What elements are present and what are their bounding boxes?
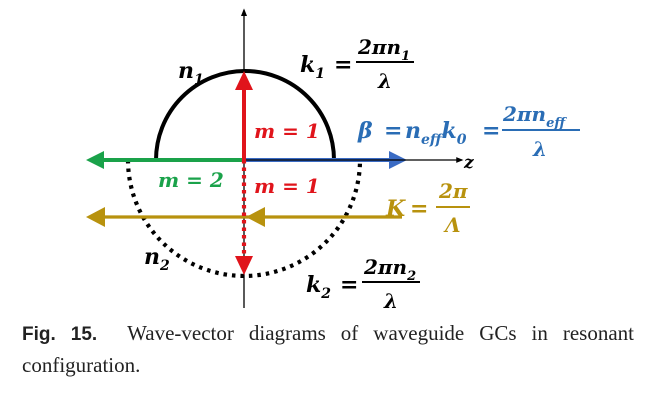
svg-text:=: = [334,52,352,78]
caption-label: Fig. 15. [22,324,98,345]
k1-equation: k1 = 2πn1 λ [300,35,414,93]
m2-arrow [86,151,244,169]
svg-text:λ: λ [383,289,398,313]
svg-text:=: = [384,118,402,144]
svg-text:λ: λ [532,137,547,161]
svg-text:=: = [340,272,358,298]
k-grating-arrows [86,207,402,227]
figure-caption: Fig. 15. Wave-vector diagrams of wavegui… [22,318,634,380]
m-lower-label: m = 1 [254,174,320,198]
svg-text:k1: k1 [300,52,325,82]
svg-text:λ: λ [377,69,392,93]
n2-semicircle [125,159,363,279]
svg-text:neffk0: neffk0 [405,118,467,148]
svg-text:=: = [482,118,500,144]
svg-text:K: K [385,196,406,222]
svg-text:2π: 2π [438,179,468,203]
beta-equation: β = neffk0 = 2πneff λ [357,102,580,161]
caption-text: Wave-vector diagrams of waveguide GCs in… [22,321,634,377]
z-axis-label: z [463,153,474,173]
k-grating-equation: K = 2π Λ [385,179,470,237]
svg-text:2πn2: 2πn2 [363,255,416,284]
svg-text:2πneff: 2πneff [502,102,567,131]
svg-text:β: β [357,118,373,144]
svg-text:=: = [410,196,428,222]
m-left-label: m = 2 [158,168,224,192]
n2-label: n2 [144,244,170,274]
k2-equation: k2 = 2πn2 λ [306,255,420,313]
n1-semicircle [154,69,336,161]
m-upper-label: m = 1 [254,119,320,143]
k1-arrow [235,71,253,160]
n1-label: n1 [178,58,204,88]
svg-text:2πn1: 2πn1 [357,35,410,64]
wave-vector-diagram: z n1 n2 k1 = 2πn1 λ m = 1 m = 1 m = 2 β … [86,8,580,313]
svg-text:k2: k2 [306,272,331,302]
svg-text:Λ: Λ [443,213,461,237]
k2-arrow [235,160,253,275]
